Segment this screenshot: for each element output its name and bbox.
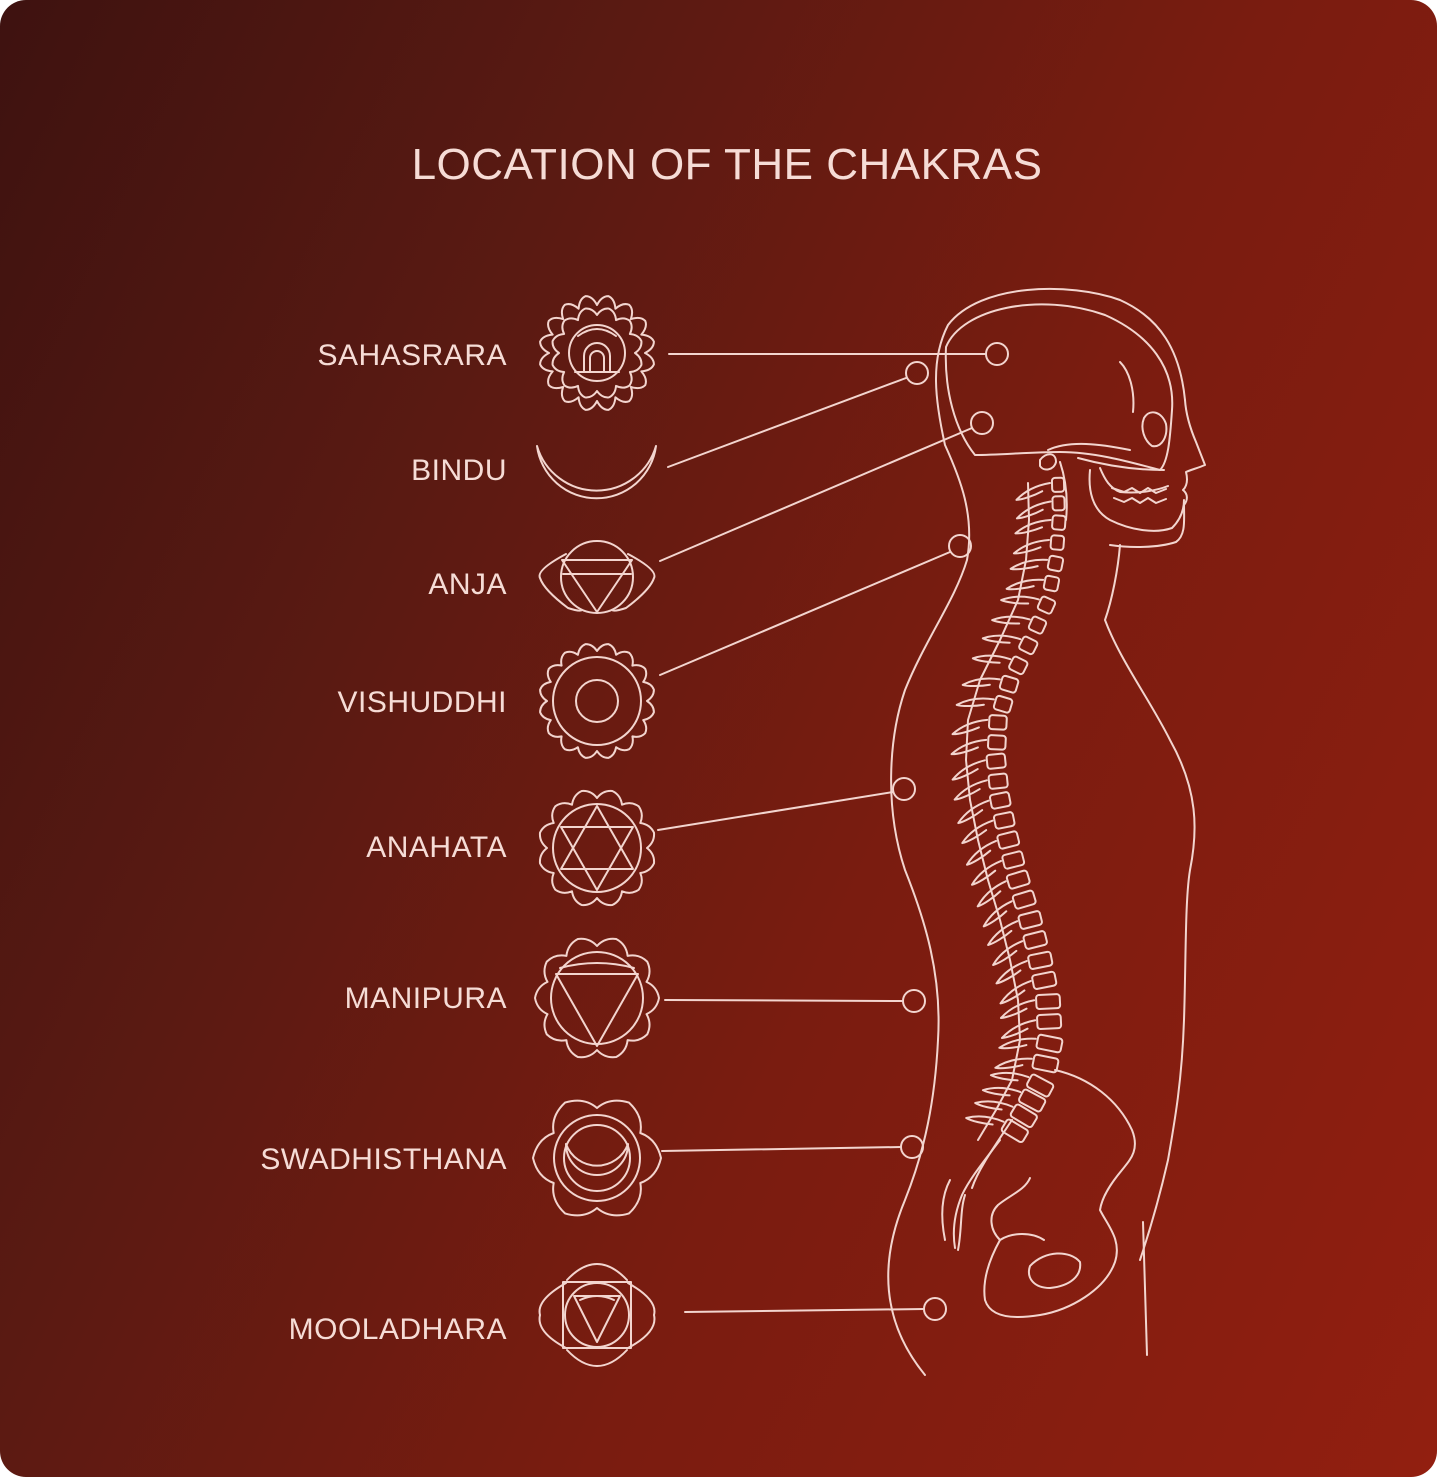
vertebra-body [1018,911,1043,930]
vertebra-body [1026,1074,1054,1098]
label-swadhisthana: SWADHISTHANA [260,1143,507,1176]
four-petal-square-icon [540,1264,655,1366]
vertebra-process [1017,502,1051,519]
vertebra-body [1018,636,1038,655]
connector-lines [658,354,985,1312]
vertebra-process [966,1104,1003,1135]
vertebra-body [1032,1054,1059,1073]
vertebra-body [1018,1089,1046,1113]
vertebra-body [1006,870,1030,889]
vertebra-process [1016,483,1050,500]
vertebra-process [959,821,995,843]
vertebra-body [1010,1104,1038,1129]
vertebra-body [986,753,1006,769]
vertebra-process [984,921,1021,945]
vertebra-body [1002,851,1025,869]
vertebra-process [991,1061,1029,1091]
two-petal-triangle-icon [540,541,655,613]
crescent-moon-icon [537,446,656,498]
vertebra-body [997,831,1020,849]
vertebra-body [993,812,1015,829]
vertebra-body [1052,515,1066,530]
vertebra-process [992,605,1030,634]
vertebra-body [1028,951,1053,969]
vertebra-process [953,780,988,799]
vertebra-process [1001,585,1039,614]
spine-vertebrae [942,478,1066,1250]
vertebra-body [1008,656,1028,675]
lotus-petals [540,791,654,905]
vertebra-body [1023,931,1048,950]
vertebra-process [995,1052,1031,1074]
vertebra-process [983,1076,1021,1106]
ten-petal-triangle-icon [535,939,659,1057]
vertebra-process [999,1032,1035,1054]
label-vishuddhi: VISHUDDHI [337,686,507,719]
label-anahata: ANAHATA [366,831,507,864]
sixteen-petal-circle-icon [540,644,654,758]
lotus-petals [533,1101,661,1216]
label-anja: ANJA [428,568,507,601]
vertebra-body [1037,596,1056,615]
vertebra-body [988,773,1008,789]
vertebra-body [999,675,1019,693]
vertebra-process [1000,1000,1035,1018]
vertebra-body [1012,890,1036,909]
marker-dots [893,343,1008,1320]
label-manipura: MANIPURA [344,982,507,1015]
vertebra-process [953,718,988,736]
vertebra-process [1007,573,1043,595]
vertebra-process [963,841,1000,865]
vertebra-body [1043,575,1059,591]
vertebra-process [1015,517,1050,535]
vertebra-process [975,1089,1012,1120]
six-petal-crescent-icon [533,1101,661,1216]
vertebra-body [1037,1014,1061,1029]
vertebra-body [1052,496,1064,510]
vertebra-body [988,735,1006,750]
label-mooladhara: MOOLADHARA [288,1313,507,1346]
vertebra-body [1047,555,1063,571]
vertebra-process [1001,1020,1036,1038]
vertebra-body [1036,994,1060,1009]
thousand-petal-lotus-icon [540,296,654,410]
vertebra-body [1028,616,1047,635]
vertebra-process [983,624,1021,654]
vertebra-process [968,861,1005,885]
vertebra-body [989,792,1011,809]
page-title: LOCATION OF THE CHAKRAS [411,140,1043,189]
human-body-outline [888,289,1205,1375]
vertebra-process [979,901,1016,926]
vertebra-body [989,715,1007,730]
vertebra-process [951,760,986,779]
vertebra-process [973,644,1011,674]
vertebra-process [989,941,1026,965]
vertebra-process [952,738,987,756]
vertebra-body [1052,478,1064,492]
lotus-petals [540,644,654,758]
vertebra-process [1014,537,1049,555]
lotus-petals [535,939,659,1057]
hexagram-lotus-icon [540,791,654,905]
vertebra-process [993,961,1029,983]
label-sahasrara: SAHASRARA [317,339,507,372]
vertebra-body [993,695,1013,713]
vertebra-process [997,981,1033,1003]
vertebra-process [955,801,991,823]
vertebra-process [963,670,1000,695]
vertebra-process [1011,553,1047,575]
vertebra-body [1050,535,1064,550]
vertebra-body [1001,1119,1029,1144]
vertebra-process [957,690,994,715]
vertebra-process [973,881,1010,906]
vertebra-body [1036,1034,1063,1053]
vertebra-body [1032,971,1057,989]
lotus-petals-inner [553,309,642,398]
label-bindu: BINDU [411,454,507,487]
lotus-petals [540,296,654,410]
